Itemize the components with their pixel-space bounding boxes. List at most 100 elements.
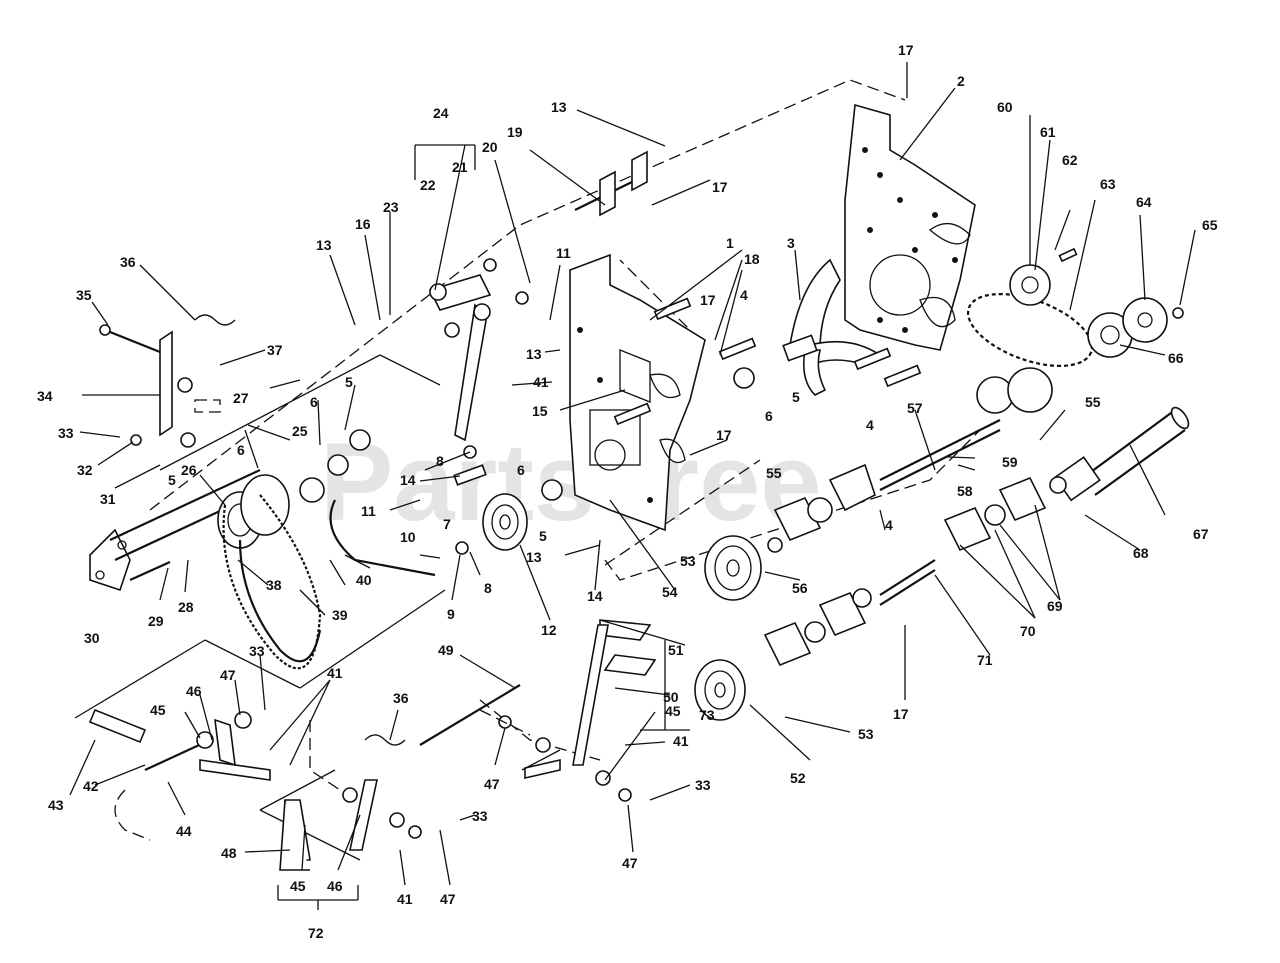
callout-31: 31 [100,491,116,507]
callout-5c: 5 [168,472,176,488]
callout-54: 54 [662,584,678,600]
callout-12: 12 [541,622,557,638]
callout-47b: 47 [484,776,500,792]
callout-45b: 45 [665,703,681,719]
callout-45c: 45 [290,878,306,894]
callout-21: 21 [452,159,468,175]
callout-28: 28 [178,599,194,615]
frame-plate-right [844,103,976,351]
lever-34 [99,314,236,448]
callout-25: 25 [292,423,308,439]
callout-48: 48 [221,845,237,861]
callout-41d: 41 [397,891,413,907]
callout-47d: 47 [440,891,456,907]
callout-17e: 17 [893,706,909,722]
control-arm [428,258,529,442]
callout-15: 15 [532,403,548,419]
callout-42: 42 [83,778,99,794]
callout-4b: 4 [866,417,874,433]
leader-lines [69,62,1196,910]
callout-73: 73 [699,707,715,723]
pulleys-lower [694,535,783,721]
callout-46b: 46 [327,878,343,894]
callout-3: 3 [787,235,795,251]
axle-assembly [763,367,1053,667]
callout-61: 61 [1040,124,1056,140]
callout-13b: 13 [316,237,332,253]
callout-60: 60 [997,99,1013,115]
callout-17d: 17 [716,427,732,443]
callout-41b: 41 [327,665,343,681]
callout-6d: 6 [517,462,525,478]
callout-70: 70 [1020,623,1036,639]
callout-46: 46 [186,683,202,699]
callout-13: 13 [551,99,567,115]
callout-69: 69 [1047,598,1063,614]
callout-14: 14 [400,472,416,488]
callout-41: 41 [533,374,549,390]
callout-55: 55 [766,465,782,481]
callout-32: 32 [77,462,93,478]
callout-16: 16 [355,216,371,232]
callout-66: 66 [1168,350,1184,366]
callout-53: 53 [680,553,696,569]
callout-65: 65 [1202,217,1218,233]
callout-37: 37 [267,342,283,358]
callout-49: 49 [438,642,454,658]
drive-shaft [1049,406,1190,502]
callout-33b: 33 [249,643,265,659]
chain-drive [966,247,1184,368]
callout-62: 62 [1062,152,1078,168]
callout-5: 5 [345,374,353,390]
callout-24: 24 [433,105,449,121]
callout-8b: 8 [484,580,492,596]
callout-19: 19 [507,124,523,140]
callout-38: 38 [266,577,282,593]
callout-18: 18 [744,251,760,267]
callout-36b: 36 [393,690,409,706]
callout-29: 29 [148,613,164,629]
callout-41c: 41 [673,733,689,749]
callout-8: 8 [436,453,444,469]
callout-63: 63 [1100,176,1116,192]
callout-67: 67 [1193,526,1209,542]
callout-44: 44 [176,823,192,839]
callout-50: 50 [663,689,679,705]
callout-4: 4 [740,287,748,303]
callout-33c: 33 [472,808,488,824]
callout-17b: 17 [712,179,728,195]
callout-20: 20 [482,139,498,155]
callout-64: 64 [1136,194,1152,210]
callout-52: 52 [790,770,806,786]
callout-36: 36 [120,254,136,270]
callout-47c: 47 [622,855,638,871]
callout-51: 51 [668,642,684,658]
callout-53b: 53 [858,726,874,742]
callout-30: 30 [84,630,100,646]
callout-72: 72 [308,925,324,941]
callout-57: 57 [907,400,923,416]
callout-26: 26 [181,462,197,478]
callout-39: 39 [332,607,348,623]
pedal-lower [279,734,422,871]
impeller [782,258,882,396]
callout-33d: 33 [695,777,711,793]
callout-22: 22 [420,177,436,193]
callout-35: 35 [76,287,92,303]
callout-55b: 55 [1085,394,1101,410]
callout-2: 2 [957,73,965,89]
callout-13d: 13 [526,549,542,565]
callout-6: 6 [310,394,318,410]
callout-40: 40 [356,572,372,588]
callout-1: 1 [726,235,734,251]
callout-5b: 5 [792,389,800,405]
belt-and-pulleys [217,429,371,670]
callout-7: 7 [443,516,451,532]
callout-56: 56 [792,580,808,596]
callout-11b: 11 [361,503,376,519]
callout-58: 58 [957,483,973,499]
callout-10: 10 [400,529,416,545]
callout-6c: 6 [765,408,773,424]
callout-43: 43 [48,797,64,813]
